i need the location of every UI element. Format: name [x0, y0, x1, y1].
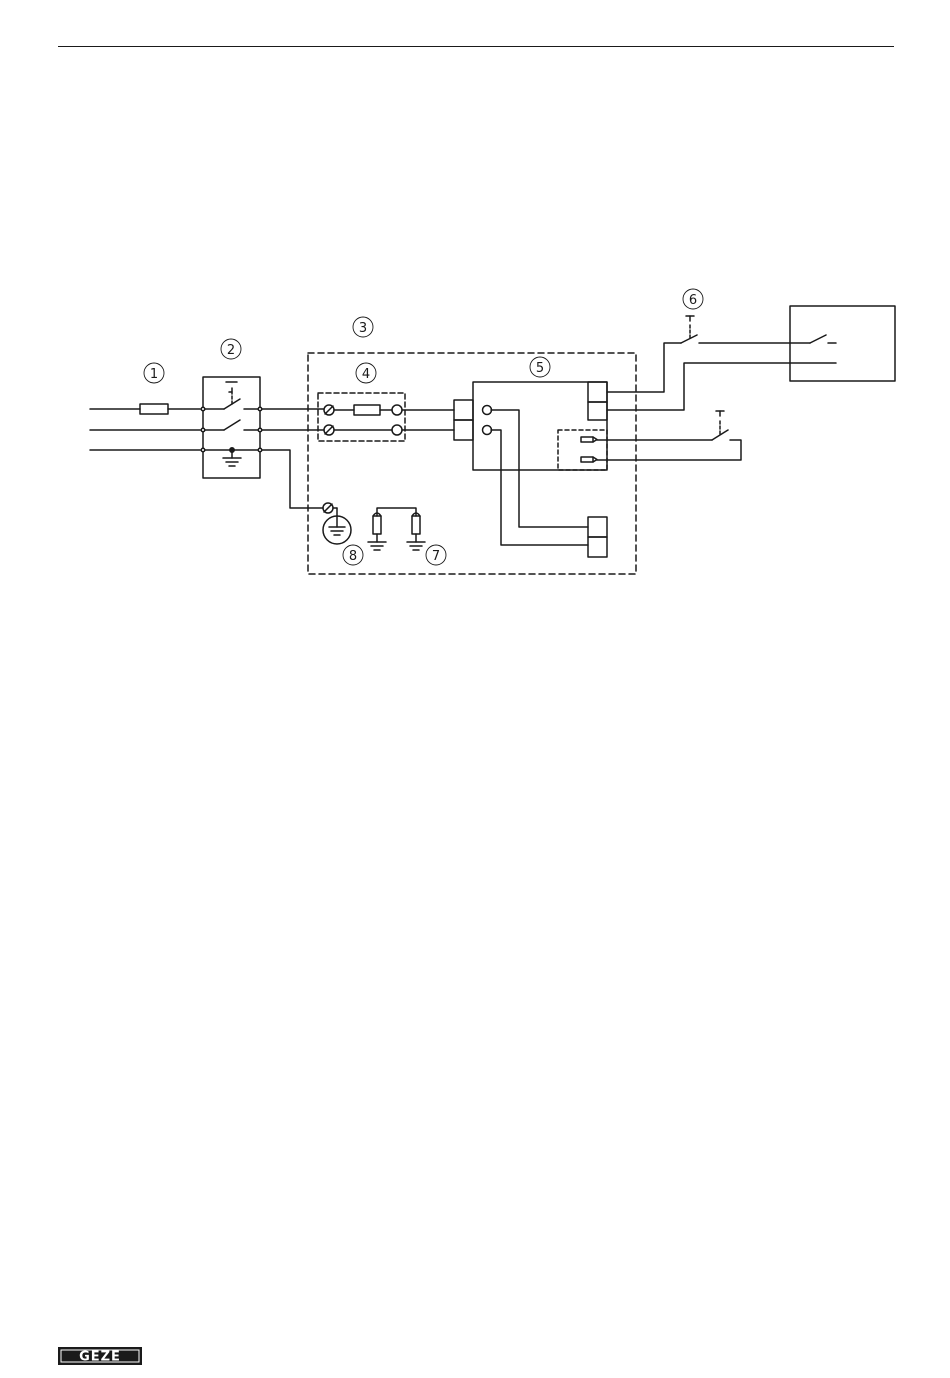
callout-1: 1 — [144, 363, 164, 383]
earth-terminal — [323, 503, 351, 544]
external-wiring — [607, 316, 836, 410]
input-switch — [597, 411, 741, 460]
internal-wiring — [491, 410, 607, 557]
callout-7: 7 — [426, 545, 446, 565]
feed-lines — [262, 409, 324, 508]
svg-text:1: 1 — [150, 367, 158, 382]
geze-logo: GEZE — [58, 1347, 142, 1365]
mains-fuse — [140, 404, 168, 414]
grounded-components — [368, 508, 425, 550]
svg-text:5: 5 — [536, 361, 544, 376]
svg-text:8: 8 — [349, 549, 357, 564]
callout-3: 3 — [353, 317, 373, 337]
callout-5: 5 — [530, 357, 550, 377]
control-unit — [454, 382, 607, 470]
operator-enclosure — [308, 353, 636, 574]
callout-6: 6 — [683, 289, 703, 309]
svg-text:6: 6 — [689, 293, 697, 308]
supply-lines — [90, 409, 200, 450]
svg-text:3: 3 — [359, 321, 367, 336]
terminal-block — [318, 393, 405, 441]
callout-8: 8 — [343, 545, 363, 565]
callout-2: 2 — [221, 339, 241, 359]
svg-text:4: 4 — [362, 367, 370, 382]
svg-text:2: 2 — [227, 343, 235, 358]
isolator-switch — [201, 377, 262, 478]
svg-text:GEZE: GEZE — [79, 1350, 121, 1365]
callout-4: 4 — [356, 363, 376, 383]
svg-text:7: 7 — [432, 549, 440, 564]
